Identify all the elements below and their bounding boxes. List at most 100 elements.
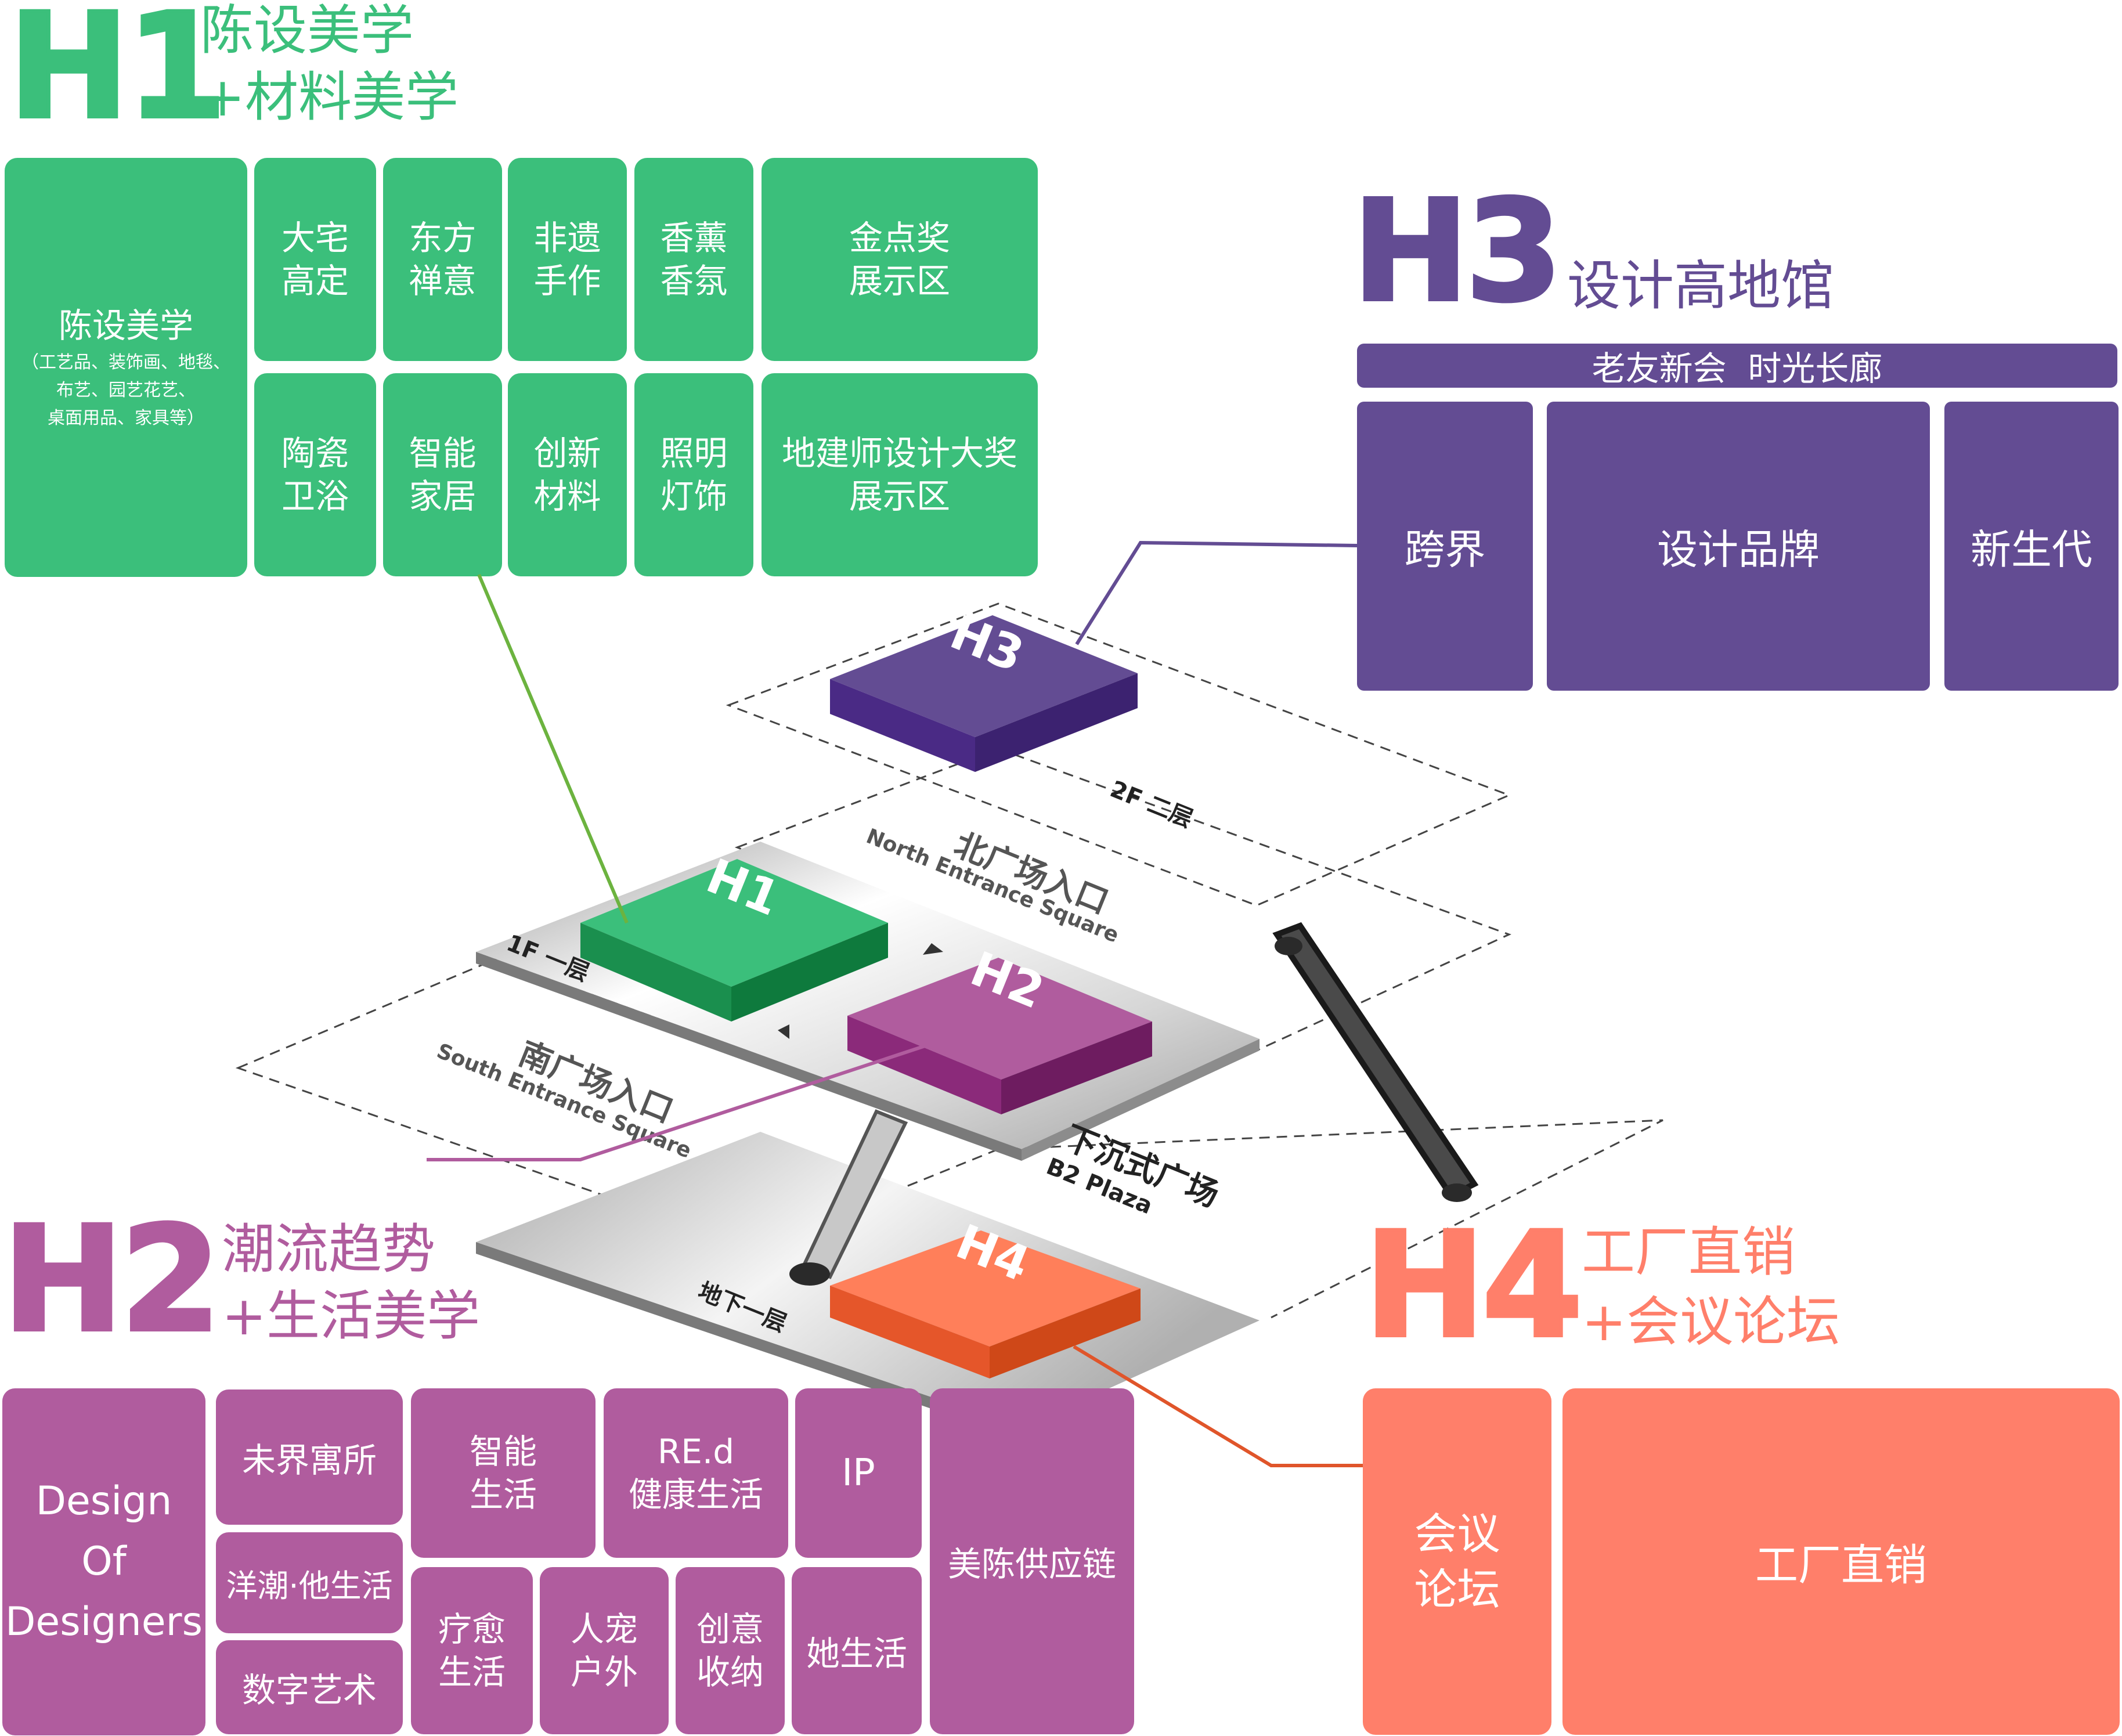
h1-tile-3-l1: 非遗 [533,218,601,258]
h1-main-sub2: 布艺、园艺花艺、 [56,380,196,400]
h2-tile-zhineng: 智能 生活 [411,1388,596,1558]
h4-title-line2: +会议论坛 [1582,1291,1840,1353]
h1-block-left [580,923,731,1022]
h3-tile-3: 新生代 [1944,402,2119,691]
h2-tile-zhineng-l2: 生活 [469,1475,537,1514]
h1-tile-4: 香薰 香氛 [634,158,753,361]
h4-block-right [990,1289,1141,1378]
h1-leader-line [477,573,629,924]
h2-tile-ip: IP [795,1388,922,1558]
h2-tile-renchong-l2: 户外 [570,1652,638,1692]
h1-tile-5-l1: 金点奖 [849,218,950,258]
h3-block-left [830,679,975,772]
h3-leader-line [1075,540,1358,645]
h3-bar-label: 老友新会 时光长廊 [1592,349,1883,388]
h1-tile-7-l2: 家居 [409,477,477,516]
h4-tile-factory-label: 工厂直销 [1755,1540,1927,1590]
h3-block-top [830,615,1138,737]
h3-tile-3-label: 新生代 [1971,525,2092,573]
h1-tile-1-l1: 大宅 [281,218,349,258]
h2-tile-renchong-l1: 人宠 [570,1609,638,1649]
escalator-right-top [1275,937,1302,955]
floor-1f-plate-edge-right [1022,1039,1260,1161]
escalator-right-foot [1442,1183,1472,1202]
h1-tile-2: 东方 禅意 [383,158,502,361]
h3-tile-2-label: 设计品牌 [1657,525,1820,573]
h1-main-title: 陈设美学 [58,306,193,345]
h1-tile-9-l1: 照明 [660,434,728,473]
h2-tile-weijie: 未界寓所 [216,1389,403,1525]
h4-tile-factory: 工厂直销 [1562,1388,2120,1735]
h3-tile-1-label: 跨界 [1404,525,1486,573]
h1-tile-8-l2: 材料 [533,477,601,516]
h1-tile-2-l1: 东方 [409,218,477,258]
floor-2f-outline [726,602,1511,907]
h1-tile-3: 非遗 手作 [508,158,627,361]
h2-tile-red-l2: 健康生活 [628,1475,763,1514]
h2-tile-yangchao: 洋潮·他生活 [216,1532,403,1633]
h3-title: 设计高地馆 [1567,255,1835,317]
h2-tile-tashenghuo: 她生活 [792,1567,922,1734]
floor-2f-label: 2F 二层 [1106,776,1196,833]
h2-tile-liaoyu-l2: 生活 [438,1652,506,1692]
escalator-center [801,1109,908,1279]
h1-tile-6: 陶瓷 卫浴 [254,373,376,576]
h4-tile-forum-l2: 论坛 [1414,1564,1500,1615]
h1-badge: H1 [6,0,229,151]
h2-tile-chuangyi-l1: 创意 [696,1609,764,1649]
floor-1f-upper-outline [734,748,1511,1052]
h2-tile-shuzi: 数字艺术 [216,1640,403,1734]
h1-tile-2-l2: 禅意 [409,261,477,301]
h1-tile-7: 智能 家居 [383,373,502,576]
h1-tile-1: 大宅 高定 [254,158,376,361]
h1-tile-main: 陈设美学 （工艺品、装饰画、地毯、 布艺、园艺花艺、 桌面用品、家具等） [5,158,247,577]
h2-badge: H2 [1,1195,223,1364]
h2-ddd-l3: Designers [5,1599,203,1645]
h1-title-line2: +材料美学 [200,66,459,128]
h1-tile-6-l1: 陶瓷 [281,434,349,473]
h4-leader-line [1073,1345,1363,1467]
h2-block-left [847,1016,1001,1114]
h2-tile-ddd: Design Of Designers [2,1388,205,1735]
h1-tile-4-l1: 香薰 [660,218,728,258]
h1-tile-8: 创新 材料 [508,373,627,576]
arrow-left-icon [778,1024,789,1039]
h4-badge: H4 [1362,1201,1585,1370]
h1-title-line1: 陈设美学 [200,0,414,62]
h2-block-top [847,958,1152,1080]
h2-tile-meichen: 美陈供应链 [930,1388,1134,1734]
h1-tile-7-l1: 智能 [409,434,477,473]
h4-block-top [830,1230,1141,1347]
h2-ddd-l2: Of [81,1539,127,1585]
h1-block-right [731,923,888,1022]
h2-leader-line [427,1043,929,1161]
h2-tile-tashenghuo-label: 她生活 [806,1634,907,1673]
h1-tile-8-l1: 创新 [533,434,601,473]
h2-tile-renchong: 人宠 户外 [540,1567,669,1734]
h2-tile-ip-label: IP [842,1452,875,1495]
h2-title-line2: +生活美学 [222,1285,481,1347]
h1-tile-5-l2: 展示区 [849,261,950,301]
h4-block-left [830,1286,990,1378]
h1-main-sub1: （工艺品、装饰画、地毯、 [21,352,230,373]
h1-tile-1-l2: 高定 [281,261,349,301]
h2-tile-yangchao-label: 洋潮·他生活 [226,1567,393,1604]
h2-tile-meichen-label: 美陈供应链 [947,1544,1116,1584]
escalator-center-foot [789,1262,830,1286]
h2-tile-red: RE.d 健康生活 [604,1388,788,1558]
h3-tile-1: 跨界 [1357,402,1533,691]
h1-tile-4-l2: 香氛 [660,261,728,301]
escalator-right [1272,922,1479,1200]
floor-1f-lower-outline [235,957,1001,1249]
h1-tile-6-l2: 卫浴 [281,477,349,516]
h2-tile-weijie-label: 未界寓所 [241,1440,377,1480]
h1-tile-10: 地建师设计大奖 展示区 [762,373,1038,576]
h2-tile-liaoyu: 疗愈 生活 [411,1567,533,1734]
h3-bar: 老友新会 时光长廊 [1357,344,2117,388]
b1-dash-outline [998,1119,1663,1319]
h4-title-line1: 工厂直销 [1582,1221,1796,1283]
h2-tile-zhineng-l1: 智能 [469,1432,537,1471]
h2-tile-liaoyu-l1: 疗愈 [438,1609,506,1649]
h2-tile-shuzi-label: 数字艺术 [241,1670,377,1710]
